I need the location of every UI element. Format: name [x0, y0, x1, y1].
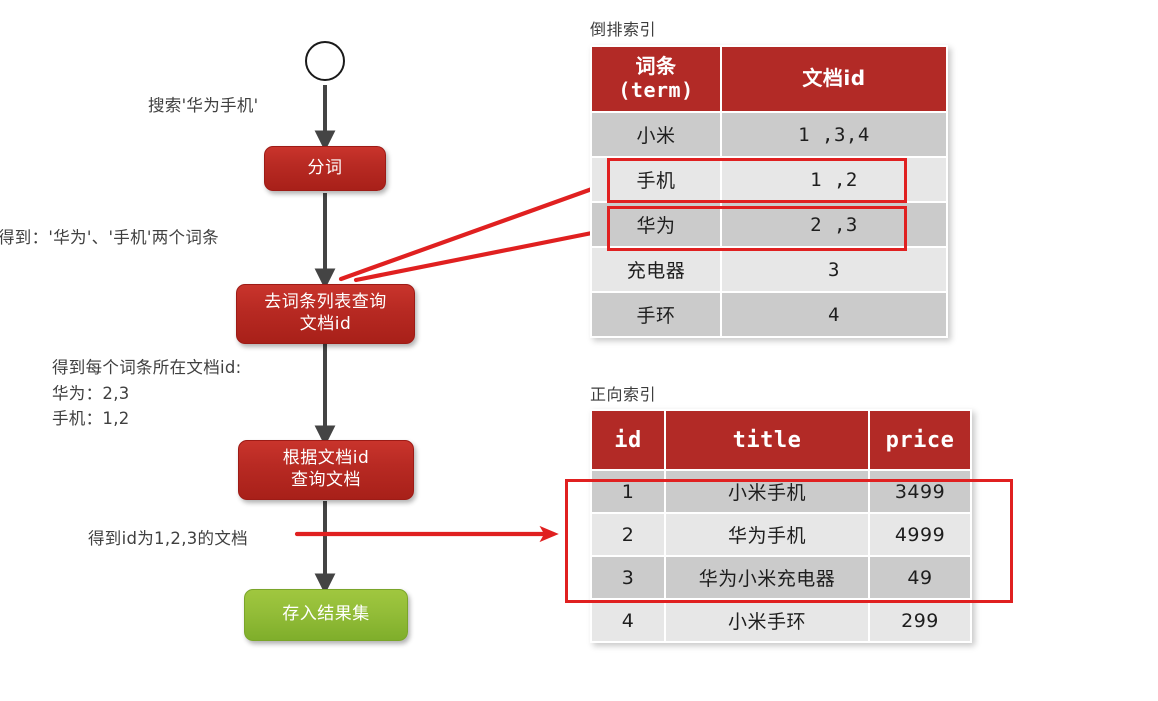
cell-term: 手机	[592, 158, 720, 201]
table-header-row: id title price	[592, 411, 970, 469]
table-row: 手环 4	[592, 293, 946, 336]
column-header-price: price	[870, 411, 970, 469]
cell-term: 华为	[592, 203, 720, 246]
table-row: 1 小米手机 3499	[592, 471, 970, 512]
cell-doc-ids: 4	[722, 293, 946, 336]
inverted-index-table: 词条 (term) 文档id 小米 1 ,3,4 手机 1 ,2 华为 2 ,3…	[590, 45, 948, 338]
cell-term: 小米	[592, 113, 720, 156]
start-circle	[305, 41, 345, 81]
annotation-docs: 得到id为1,2,3的文档	[88, 529, 248, 548]
table-row: 4 小米手环 299	[592, 600, 970, 641]
annotation-terms: 得到：'华为'、'手机'两个词条	[0, 228, 219, 247]
cell-id: 3	[592, 557, 664, 598]
node-tokenize-label: 分词	[307, 157, 343, 178]
node-query-doc-label: 根据文档id 查询文档	[282, 448, 370, 490]
column-header-id: id	[592, 411, 664, 469]
cell-doc-ids: 1 ,3,4	[722, 113, 946, 156]
cell-price: 4999	[870, 514, 970, 555]
cell-id: 2	[592, 514, 664, 555]
table-row: 小米 1 ,3,4	[592, 113, 946, 156]
column-header-title: title	[666, 411, 868, 469]
cell-doc-ids: 3	[722, 248, 946, 291]
node-save-result-label: 存入结果集	[282, 604, 370, 625]
cell-term: 充电器	[592, 248, 720, 291]
cell-id: 4	[592, 600, 664, 641]
table-row: 2 华为手机 4999	[592, 514, 970, 555]
forward-index-body: 1 小米手机 3499 2 华为手机 4999 3 华为小米充电器 49 4 小…	[592, 471, 970, 641]
column-header-docid: 文档id	[722, 47, 946, 111]
cell-id: 1	[592, 471, 664, 512]
cell-title: 小米手环	[666, 600, 868, 641]
annotation-doc-ids: 得到每个词条所在文档id: 华为：2,3 手机：1,2	[52, 358, 242, 429]
cell-title: 小米手机	[666, 471, 868, 512]
cell-doc-ids: 2 ,3	[722, 203, 946, 246]
cell-title: 华为手机	[666, 514, 868, 555]
node-tokenize[interactable]: 分词	[264, 146, 386, 191]
column-header-term: 词条 (term)	[592, 47, 720, 111]
inverted-index-title: 倒排索引	[590, 20, 657, 39]
node-query-term-list[interactable]: 去词条列表查询 文档id	[236, 284, 415, 344]
cell-price: 49	[870, 557, 970, 598]
table-row: 华为 2 ,3	[592, 203, 946, 246]
column-header-term-line2: (term)	[618, 78, 694, 102]
annotation-search-input: 搜索'华为手机'	[148, 96, 259, 115]
cell-price: 3499	[870, 471, 970, 512]
table-row: 充电器 3	[592, 248, 946, 291]
cell-title: 华为小米充电器	[666, 557, 868, 598]
table-row: 手机 1 ,2	[592, 158, 946, 201]
table-header-row: 词条 (term) 文档id	[592, 47, 946, 111]
column-header-term-line1: 词条	[635, 54, 677, 79]
arrow-to-term-huawei	[353, 222, 623, 283]
cell-price: 299	[870, 600, 970, 641]
arrow-to-term-phone	[338, 176, 623, 282]
forward-index-title: 正向索引	[590, 385, 657, 404]
node-query-term-list-label: 去词条列表查询 文档id	[264, 292, 387, 334]
node-save-result[interactable]: 存入结果集	[244, 589, 408, 641]
cell-term: 手环	[592, 293, 720, 336]
forward-index-table: id title price 1 小米手机 3499 2 华为手机 4999 3…	[590, 409, 972, 643]
inverted-index-body: 小米 1 ,3,4 手机 1 ,2 华为 2 ,3 充电器 3 手环 4	[592, 113, 946, 336]
cell-doc-ids: 1 ,2	[722, 158, 946, 201]
node-query-doc[interactable]: 根据文档id 查询文档	[238, 440, 414, 500]
table-row: 3 华为小米充电器 49	[592, 557, 970, 598]
